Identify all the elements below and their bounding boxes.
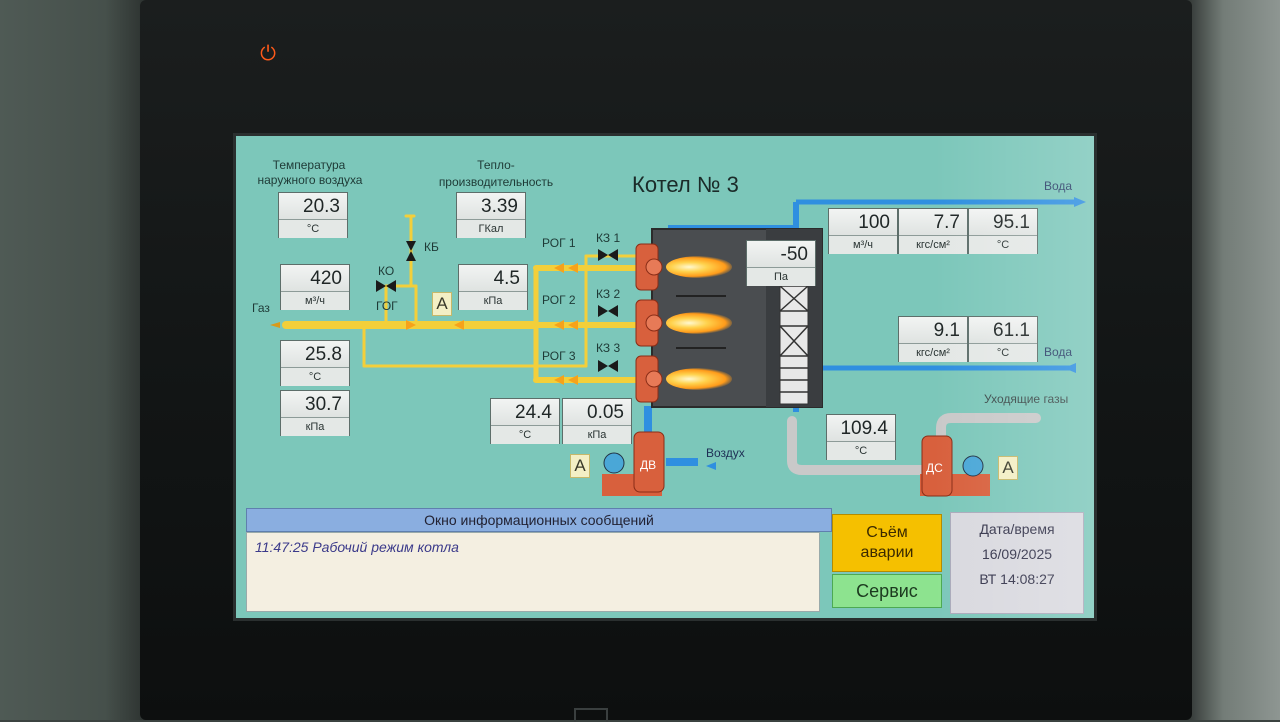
tag-a-dv[interactable]: A (570, 454, 590, 478)
gas-pressure-gauge: 30.7 кПа (280, 390, 350, 436)
water-out-temp-value: 95.1 (969, 209, 1037, 236)
reset-alarm-label-1: Съём (866, 524, 908, 541)
air-pressure-unit: кПа (563, 425, 631, 444)
gas-temp-gauge: 25.8 °C (280, 340, 350, 386)
outside-temp-title-2: наружного воздуха (257, 173, 363, 187)
wall-left (0, 0, 150, 720)
flue-gas-temp-gauge: 109.4 °C (826, 414, 896, 460)
gas-label: Газ (252, 301, 270, 315)
outside-temp-value: 20.3 (279, 193, 347, 220)
flue-gas-temp-unit: °C (827, 441, 895, 460)
heat-output-title-1: Тепло- (477, 158, 515, 172)
gas-temp-value: 25.8 (281, 341, 349, 368)
datetime-panel: Дата/время 16/09/2025 ВТ 14:08:27 (950, 512, 1084, 614)
gas-flow-gauge: 420 м³/ч (280, 264, 350, 310)
air-pressure-gauge: 0.05 кПа (562, 398, 632, 444)
air-label: Воздух (706, 446, 745, 460)
outside-temp-gauge: 20.3 °C (278, 192, 348, 238)
page-title: Котел № 3 (632, 172, 739, 197)
wall-right (1185, 0, 1280, 720)
heat-output-title-2: производительность (438, 175, 554, 189)
gas-temp-unit: °C (281, 367, 349, 386)
message-item: 11:47:25 Рабочий режим котла (255, 539, 459, 555)
heat-output-unit: ГКал (457, 219, 525, 238)
air-temp-value: 24.4 (491, 399, 559, 426)
water-in-temp-gauge: 61.1 °C (968, 316, 1038, 362)
ds-label: ДС (926, 461, 943, 475)
messages-window[interactable]: 11:47:25 Рабочий режим котла (246, 532, 820, 612)
service-button[interactable]: Сервис (832, 574, 942, 608)
gog-label: ГОГ (376, 299, 398, 313)
outside-temp-unit: °C (279, 219, 347, 238)
furnace-pressure-unit: Па (747, 267, 815, 286)
hmi-screen: Котел № 3 Температура наружного воздуха … (236, 136, 1094, 618)
tag-a-gas[interactable]: A (432, 292, 452, 316)
gas-pressure-unit: кПа (281, 417, 349, 436)
heat-output-value: 3.39 (457, 193, 525, 220)
rog1-label: РОГ 1 (542, 236, 576, 250)
bezel-mark (574, 708, 608, 722)
air-temp-gauge: 24.4 °C (490, 398, 560, 444)
water-out-label: Вода (1044, 179, 1073, 193)
time-value: ВТ 14:08:27 (979, 571, 1055, 587)
rog2-label: РОГ 2 (542, 293, 576, 307)
power-icon[interactable]: ⏻ (260, 43, 276, 65)
water-flow-gauge: 100 м³/ч (828, 208, 898, 254)
water-in-pressure-value: 9.1 (899, 317, 967, 344)
rog3-label: РОГ 3 (542, 349, 576, 363)
reset-alarm-label-2: аварии (860, 544, 914, 561)
water-in-pressure-gauge: 9.1 кгс/см² (898, 316, 968, 362)
water-out-pressure-value: 7.7 (899, 209, 967, 236)
kz2-label: КЗ 2 (596, 287, 621, 301)
air-pressure-value: 0.05 (563, 399, 631, 426)
water-out-pressure-unit: кгс/см² (899, 235, 967, 254)
outside-temp-title-1: Температура (272, 158, 346, 172)
kb-label: КБ (424, 240, 439, 254)
gas-flow-value: 420 (281, 265, 349, 292)
water-out-temp-gauge: 95.1 °C (968, 208, 1038, 254)
reset-alarm-button[interactable]: Съём аварии (832, 514, 942, 572)
fan-dv (602, 431, 665, 496)
gas-pressure-after-gog-unit: кПа (459, 291, 527, 310)
flue-gas-label: Уходящие газы (984, 392, 1069, 406)
fan-ds (920, 435, 990, 497)
datetime-label: Дата/время (979, 521, 1055, 537)
water-flow-value: 100 (829, 209, 897, 236)
date-value: 16/09/2025 (981, 546, 1053, 562)
air-temp-unit: °C (491, 425, 559, 444)
water-in-label: Вода (1044, 345, 1073, 359)
kz1-label: КЗ 1 (596, 231, 621, 245)
flame-icon (666, 256, 732, 278)
water-out-pressure-gauge: 7.7 кгс/см² (898, 208, 968, 254)
heat-output-gauge: 3.39 ГКал (456, 192, 526, 238)
furnace-pressure-gauge: -50 Па (746, 240, 816, 286)
valves (376, 241, 618, 372)
dv-label: ДВ (640, 458, 657, 472)
water-in-temp-unit: °C (969, 343, 1037, 362)
water-in-temp-value: 61.1 (969, 317, 1037, 344)
gas-pressure-after-gog-value: 4.5 (459, 265, 527, 292)
messages-header: Окно информационных сообщений (246, 508, 832, 532)
kz3-label: КЗ 3 (596, 341, 621, 355)
tag-a-ds[interactable]: A (998, 456, 1018, 480)
water-out-temp-unit: °C (969, 235, 1037, 254)
gas-flow-unit: м³/ч (281, 291, 349, 310)
flue-gas-temp-value: 109.4 (827, 415, 895, 442)
flame-icon (666, 368, 732, 390)
furnace-pressure-value: -50 (747, 241, 815, 268)
gas-pressure-value: 30.7 (281, 391, 349, 418)
water-in-pressure-unit: кгс/см² (899, 343, 967, 362)
gas-pressure-after-gog-gauge: 4.5 кПа (458, 264, 528, 310)
burners (635, 243, 663, 403)
ko-label: КО (378, 264, 395, 278)
flame-icon (666, 312, 732, 334)
water-flow-unit: м³/ч (829, 235, 897, 254)
